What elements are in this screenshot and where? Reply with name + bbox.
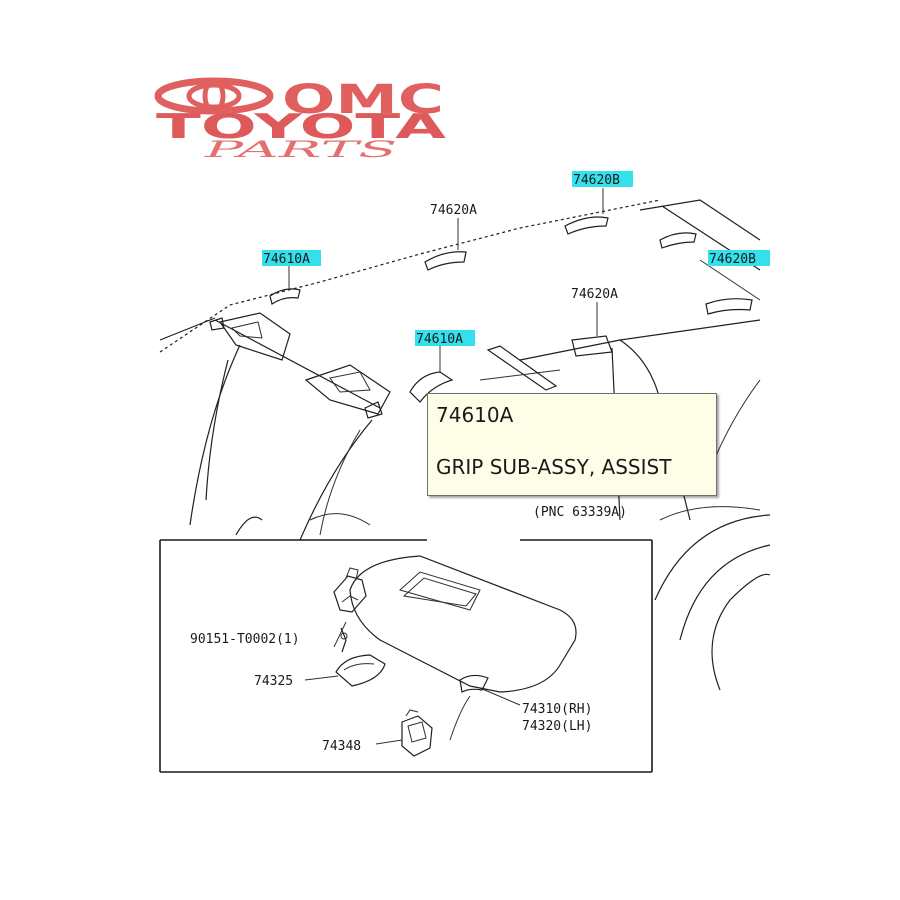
- part-label-74610A-left[interactable]: 74610A: [263, 252, 310, 267]
- inset-callouts: 90151-T0002(1) 74325 74310(RH) 74320(LH)…: [190, 632, 592, 754]
- logo-parts-text: PARTS: [202, 138, 397, 163]
- screw-icon: [340, 627, 348, 653]
- wheel-arch: [654, 514, 771, 691]
- roof-outline: [159, 199, 761, 381]
- part-label-74348[interactable]: 74348: [322, 739, 361, 754]
- assist-grip-mid: [571, 335, 613, 357]
- body-frame: [189, 319, 761, 541]
- highlight-74610A-mid: [415, 330, 475, 346]
- part-callouts: 74620B 74620A 74610A 74620B 74620A 74610…: [262, 171, 770, 520]
- omc-toyota-parts-logo: OMC TOYOTA PARTS: [154, 77, 447, 163]
- part-label-74620B-top[interactable]: 74620B: [573, 173, 620, 188]
- visor-holder-icon: [401, 709, 433, 757]
- leader-lines: [288, 188, 604, 745]
- assist-grip-lower: [409, 371, 454, 403]
- part-label-74620B-right[interactable]: 74620B: [709, 252, 756, 267]
- toyota-emblem-icon: [154, 77, 274, 115]
- visor-hinge-icon: [333, 567, 367, 613]
- assist-grip-left: [269, 288, 301, 305]
- highlight-74610A-left: [262, 250, 321, 266]
- part-label-90151[interactable]: 90151-T0002(1): [190, 632, 300, 647]
- part-label-74310[interactable]: 74310(RH): [522, 702, 592, 717]
- assist-grip-right: [705, 298, 753, 315]
- assist-grip-far-right: [659, 232, 697, 249]
- tooltip-part-code: 74610A: [436, 403, 514, 427]
- sun-visor-left: [209, 312, 291, 361]
- assist-grip-top-right: [564, 216, 609, 235]
- tooltip-part-name: GRIP SUB-ASSY, ASSIST: [436, 455, 672, 479]
- part-label-74620A-top[interactable]: 74620A: [430, 203, 477, 218]
- part-label-pnc-ref: (PNC 63339A): [533, 505, 627, 520]
- highlight-74620B-right: [708, 250, 770, 266]
- direction-arrow-icon: [486, 345, 558, 391]
- part-label-74325[interactable]: 74325: [254, 674, 293, 689]
- highlight-74620B-top: [572, 171, 633, 187]
- logo-toyota-text: TOYOTA: [156, 107, 447, 147]
- sun-visor-center: [304, 364, 391, 419]
- part-label-74320[interactable]: 74320(LH): [522, 719, 592, 734]
- part-label-74620A-mid[interactable]: 74620A: [571, 287, 618, 302]
- part-tooltip: 74610A GRIP SUB-ASSY, ASSIST: [427, 393, 717, 496]
- inset-panel: [159, 539, 653, 773]
- visor-clip-cover-icon: [335, 654, 386, 687]
- sun-visor-detail: [349, 555, 577, 741]
- assist-grip-center: [424, 251, 467, 271]
- part-label-74610A-mid[interactable]: 74610A: [416, 332, 463, 347]
- logo-omc-text: OMC: [282, 77, 444, 123]
